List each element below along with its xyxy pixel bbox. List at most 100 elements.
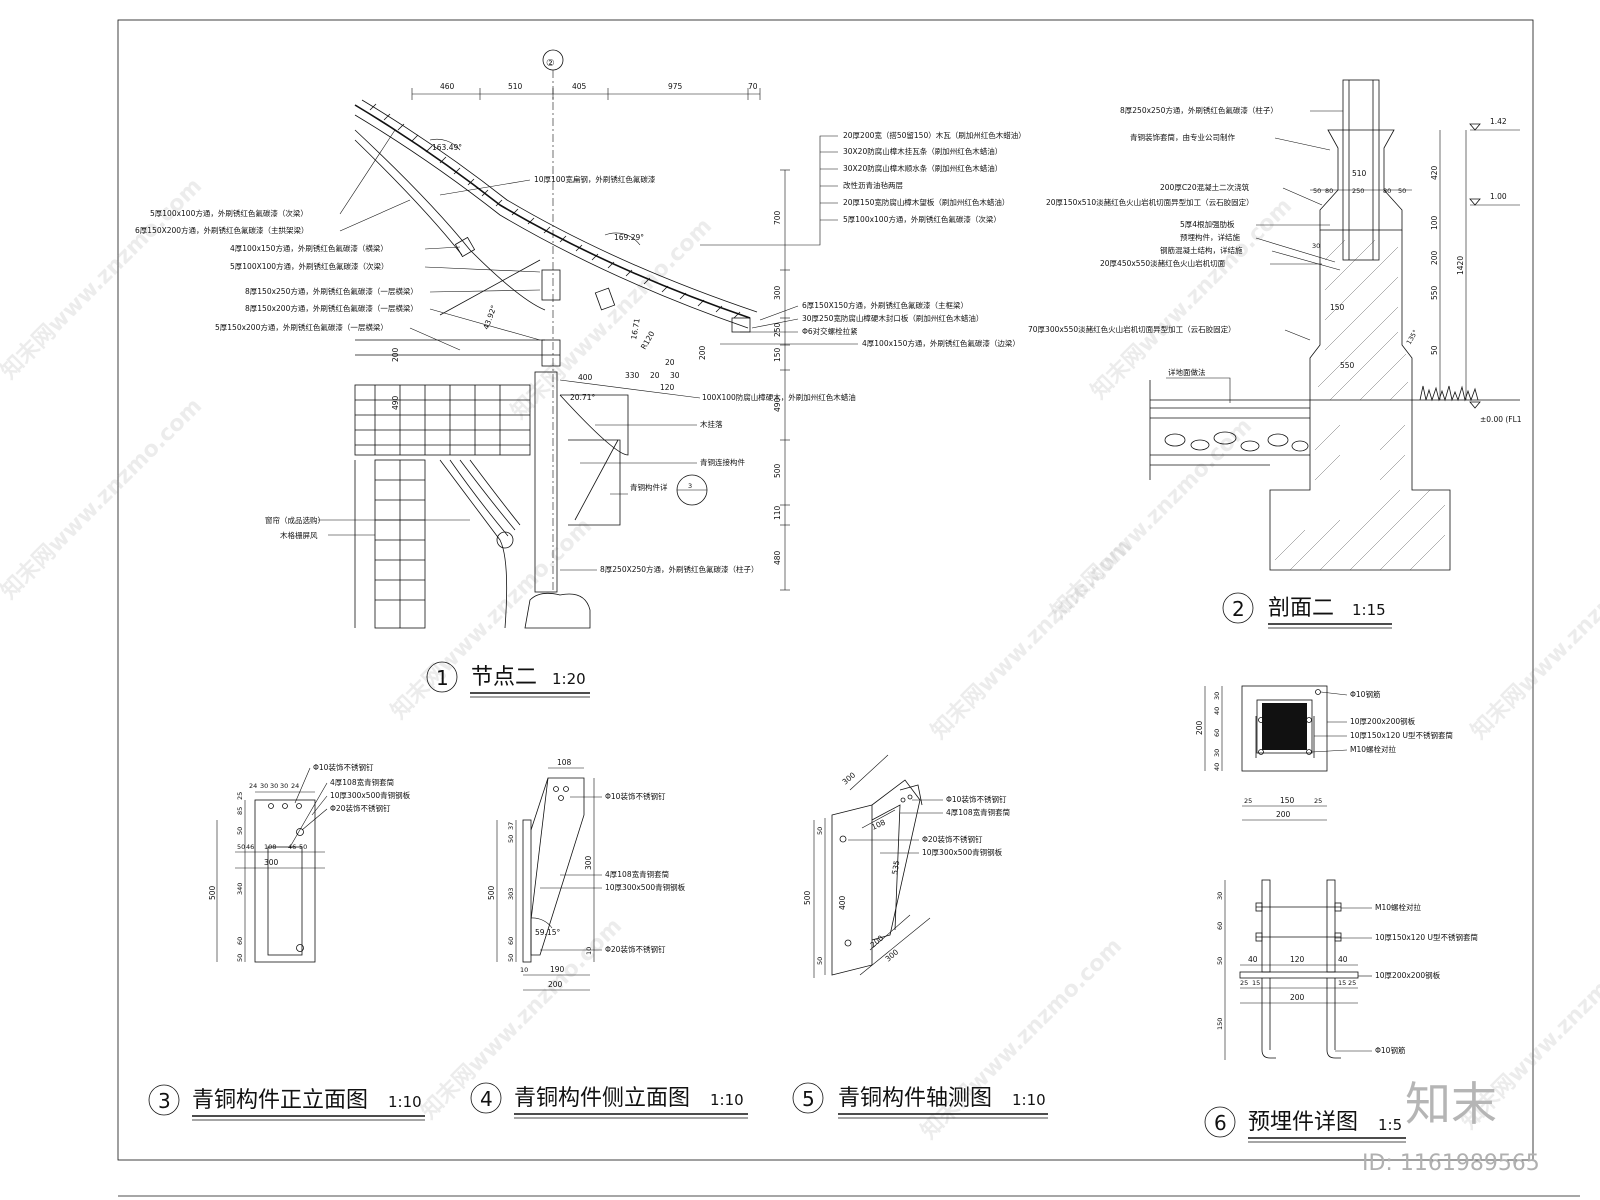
svg-text:20厚150x510淡赭红色火山岩机切面异型加工（云石胶固定: 20厚150x510淡赭红色火山岩机切面异型加工（云石胶固定） [1046,197,1254,207]
svg-text:知末网www.znzmo.com: 知末网www.znzmo.com [1046,413,1257,624]
svg-text:550: 550 [1430,285,1439,300]
beam-square-2 [541,269,561,301]
svg-text:10厚300x500青铜钢板: 10厚300x500青铜钢板 [605,882,686,892]
page-title-section: 剖面二 [1268,596,1334,621]
svg-text:24: 24 [249,782,257,790]
svg-text:300: 300 [584,855,593,870]
svg-text:10厚300x500青铜钢板: 10厚300x500青铜钢板 [330,790,411,800]
watermark-layer: 知末网www.znzmo.com 知末网www.znzmo.com 知末网www… [0,173,1600,1144]
dim-right-6: 110 [773,505,782,520]
svg-text:100: 100 [1430,215,1439,230]
svg-text:青铜连接构件: 青铜连接构件 [700,457,745,467]
svg-text:420: 420 [1430,165,1439,180]
dim-misc-200a: 200 [391,347,400,362]
svg-text:25: 25 [1240,979,1248,987]
svg-text:60: 60 [236,937,244,945]
svg-text:150: 150 [1216,1018,1224,1030]
svg-text:1:10: 1:10 [1012,1091,1046,1109]
dim-right-2: 250 [773,322,782,337]
svg-text:46: 46 [288,843,296,851]
detail-5-title: 5 青铜构件轴测图 1:10 [792,1082,1048,1119]
svg-text:5厚100X100方通，外刷锈红色氟碳漆（次梁）: 5厚100X100方通，外刷锈红色氟碳漆（次梁） [230,261,389,271]
svg-text:10: 10 [520,966,528,974]
svg-text:1:10: 1:10 [710,1091,744,1109]
svg-text:1:20: 1:20 [552,670,586,688]
svg-text:250: 250 [1352,187,1364,195]
svg-text:Φ20装饰不锈钢钉: Φ20装饰不锈钢钉 [330,803,391,813]
dim-right-0: 700 [773,210,782,225]
angle-4: 20.71° [570,393,595,402]
beam-square-1 [454,236,476,258]
svg-text:窗帘（成品选购）: 窗帘（成品选购） [265,515,325,525]
wood-lattice-screen [354,384,531,629]
svg-text:200厚C20混凝土二次浇筑: 200厚C20混凝土二次浇筑 [1160,182,1250,192]
svg-text:钢筋混凝土结构，详结施: 钢筋混凝土结构，详结施 [1160,245,1243,255]
svg-text:青铜构件详: 青铜构件详 [630,482,668,492]
svg-text:50: 50 [816,957,824,965]
page-title-node: 节点二 [471,665,537,690]
axis-marker: ② [546,58,555,69]
svg-text:500: 500 [803,890,812,905]
detail-2-title: 2 剖面二 1:15 [1222,592,1392,629]
svg-text:改性沥青油毡两层: 改性沥青油毡两层 [843,180,903,190]
lower-callouts: 100X100防腐山樟硬木，外刷加州红色木蜡油 木挂落 青铜连接构件 青铜构件详… [265,379,856,574]
left-callouts: 5厚100x100方通，外刷锈红色氟碳漆（次梁） 6厚150X200方通，外刷锈… [135,129,541,351]
svg-text:30: 30 [1213,692,1221,700]
svg-text:50: 50 [236,827,244,835]
dim-misc-200b: 200 [698,345,707,360]
svg-text:30: 30 [260,782,268,790]
svg-text:6: 6 [1214,1111,1227,1135]
svg-text:5厚100x100方通，外刷锈红色氟碳漆（次梁）: 5厚100x100方通，外刷锈红色氟碳漆（次梁） [150,208,308,218]
svg-text:190: 190 [550,965,565,974]
svg-text:150: 150 [1280,796,1295,805]
dim-misc-r120: R120 [639,329,657,351]
svg-text:50: 50 [1398,187,1406,195]
svg-text:4厚108宽青铜套筒: 4厚108宽青铜套筒 [605,869,670,879]
svg-text:10: 10 [585,947,593,955]
svg-text:50: 50 [816,827,824,835]
svg-text:Φ6对交螺栓拉紧: Φ6对交螺栓拉紧 [802,326,858,336]
svg-text:5: 5 [802,1087,815,1111]
svg-text:4: 4 [480,1087,493,1111]
svg-text:40: 40 [1213,763,1221,771]
callout-flat-steel: 10厚100宽扁钢，外刷锈红色氟碳漆 [534,174,656,184]
svg-text:40: 40 [1338,955,1348,964]
page-title-front: 青铜构件正立面图 [192,1088,368,1113]
svg-text:135°: 135° [1405,328,1420,346]
svg-text:M10螺栓对拉: M10螺栓对拉 [1375,902,1422,912]
svg-text:50: 50 [507,954,515,962]
svg-text:木格栅屏风: 木格栅屏风 [280,530,318,540]
svg-text:M10螺栓对拉: M10螺栓对拉 [1350,744,1397,754]
svg-text:8厚250x250方通，外刷锈红色氟碳漆（柱子）: 8厚250x250方通，外刷锈红色氟碳漆（柱子） [1120,105,1278,115]
dim-misc-30: 30 [670,371,680,380]
dim-top-2: 405 [572,82,587,91]
svg-text:200: 200 [1290,993,1305,1002]
svg-text:40: 40 [1248,955,1258,964]
svg-text:4厚108宽青铜套筒: 4厚108宽青铜套筒 [946,807,1011,817]
svg-text:200: 200 [548,980,563,989]
svg-text:10厚200x200钢板: 10厚200x200钢板 [1350,716,1416,726]
svg-text:303: 303 [507,888,515,900]
svg-text:37: 37 [507,822,515,830]
sheet-border [117,19,1534,1161]
svg-text:详地面做法: 详地面做法 [1168,367,1206,377]
svg-text:150: 150 [1330,303,1345,312]
dim-top-3: 975 [668,82,683,91]
curtain [439,459,591,629]
svg-text:3: 3 [688,482,692,490]
svg-text:25: 25 [1314,797,1322,805]
svg-text:4厚108宽青铜套筒: 4厚108宽青铜套筒 [330,777,395,787]
svg-text:10厚200x200钢板: 10厚200x200钢板 [1375,970,1441,980]
detail-3-title: 3 青铜构件正立面图 1:10 [148,1084,425,1121]
svg-text:知末网www.znzmo.com: 知末网www.znzmo.com [506,213,717,424]
svg-text:4厚100x150方通，外刷锈红色氟碳漆（横梁）: 4厚100x150方通，外刷锈红色氟碳漆（横梁） [230,243,388,253]
svg-text:1420: 1420 [1456,256,1465,275]
svg-text:50: 50 [1216,957,1224,965]
svg-text:25: 25 [1244,797,1252,805]
svg-text:预埋构件，详结施: 预埋构件，详结施 [1180,232,1240,242]
detail-3-front-elevation: 24 30 30 30 24 50 46 108 46 50 300 500 8… [148,762,425,1121]
svg-text:46: 46 [246,843,254,851]
svg-text:Φ10装饰不锈钢钉: Φ10装饰不锈钢钉 [313,762,374,772]
svg-text:8厚150x250方通，外刷锈红色氟碳漆（一层横梁）: 8厚150x250方通，外刷锈红色氟碳漆（一层横梁） [245,286,418,296]
